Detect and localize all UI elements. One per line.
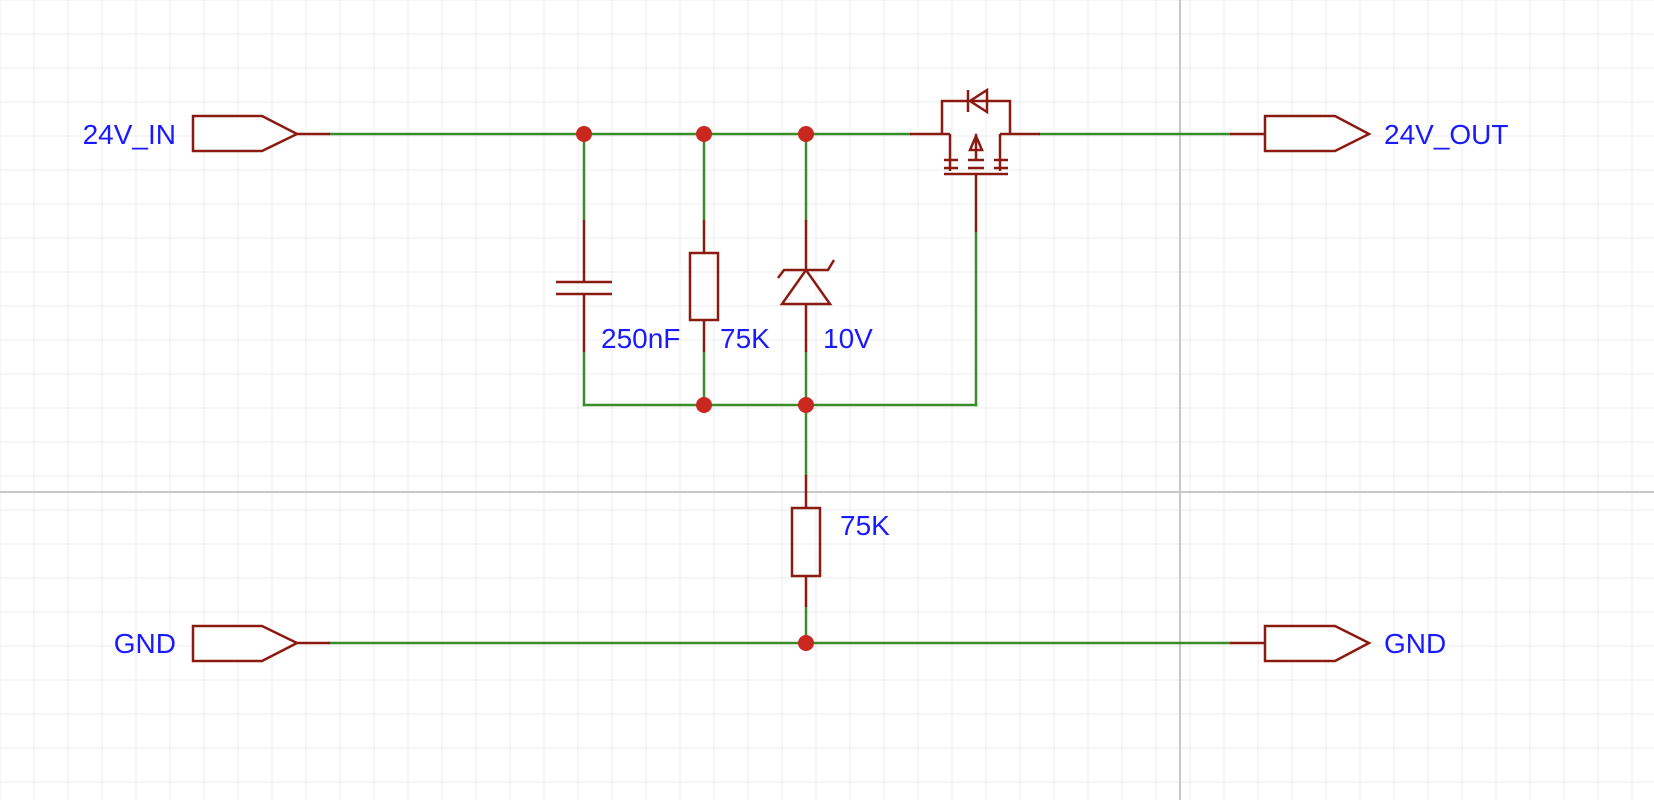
port-arrow-icon (1263, 114, 1372, 153)
port-arrow-icon (191, 114, 300, 153)
resistor-upper[interactable]: 75K (688, 220, 770, 354)
resistor-upper-value-label: 75K (720, 323, 770, 354)
capacitor[interactable]: 250nF (556, 220, 680, 354)
resistor-lower-value-label: 75K (840, 510, 890, 541)
p-channel-mosfet-symbol-icon (910, 87, 1040, 232)
resistor-symbol-icon (688, 220, 720, 352)
port-arrow-icon (1263, 624, 1372, 663)
zener-value-label: 10V (823, 323, 873, 354)
junction-dot (798, 635, 814, 651)
junctions (576, 126, 814, 651)
resistor-symbol-icon (790, 475, 822, 607)
zener-diode-symbol-icon (777, 220, 836, 352)
junction-dot (696, 126, 712, 142)
junction-dot (696, 397, 712, 413)
zener-diode[interactable]: 10V (777, 220, 873, 354)
mosfet[interactable] (910, 87, 1040, 232)
capacitor-symbol-icon (556, 220, 612, 352)
junction-dot (576, 126, 592, 142)
wires (328, 132, 1232, 645)
resistor-lower[interactable]: 75K (790, 475, 890, 607)
port-label: GND (1384, 628, 1446, 659)
port-gnd-out[interactable]: GND (1230, 624, 1446, 663)
port-24v-in[interactable]: 24V_IN (83, 114, 330, 153)
port-label: 24V_IN (83, 119, 176, 150)
port-label: GND (114, 628, 176, 659)
port-gnd-in[interactable]: GND (114, 624, 330, 663)
capacitor-value-label: 250nF (601, 323, 680, 354)
port-label: 24V_OUT (1384, 119, 1509, 150)
port-arrow-icon (191, 624, 300, 663)
port-24v-out[interactable]: 24V_OUT (1230, 114, 1509, 153)
junction-dot (798, 126, 814, 142)
junction-dot (798, 397, 814, 413)
